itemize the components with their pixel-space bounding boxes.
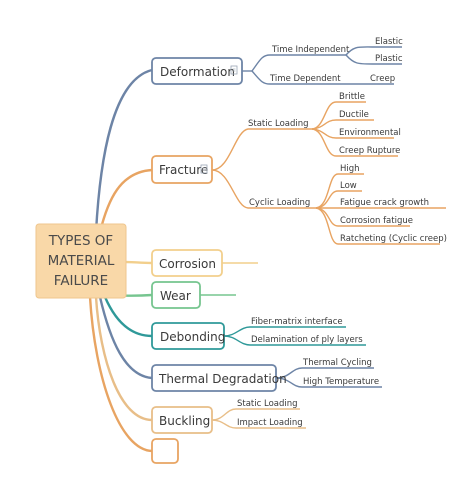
subtopic-label: Time Independent: [271, 45, 350, 55]
connector: [211, 128, 312, 171]
leaf-label: Environmental: [339, 128, 401, 138]
connector: [251, 70, 342, 85]
note-icon[interactable]: [230, 65, 238, 75]
branch-label: Buckling: [159, 414, 210, 428]
branch-label: Debonding: [160, 330, 225, 344]
leaf-label: Brittle: [339, 92, 365, 102]
connector: [211, 169, 316, 209]
root-node[interactable]: TYPES OF MATERIAL FAILURE: [35, 223, 127, 299]
subtopic-label: Static Loading: [237, 399, 298, 409]
branch-label: Fracture: [159, 163, 208, 177]
subtopic-label: Time Dependent: [269, 74, 341, 84]
subtopic-label: Thermal Cycling: [302, 358, 372, 368]
connector: [315, 207, 440, 245]
connector: [345, 46, 402, 56]
connector-corrosion: [122, 260, 154, 265]
connector: [345, 54, 402, 65]
leaf-label: Elastic: [375, 37, 403, 47]
connector: [311, 128, 398, 157]
connector-empty: [88, 295, 154, 453]
leaf-label: Ductile: [339, 110, 369, 120]
connector: [223, 335, 366, 346]
connector-thermal: [98, 295, 154, 380]
connector: [251, 54, 346, 72]
leaf-label: Plastic: [375, 54, 403, 64]
branch-debonding[interactable]: Debonding: [151, 322, 225, 350]
branch-buckling[interactable]: Buckling: [151, 406, 213, 434]
subtopic-label: Delamination of ply layers: [251, 335, 363, 345]
note-icon[interactable]: [200, 164, 208, 174]
branch-label: Deformation: [160, 65, 235, 79]
branch-corrosion[interactable]: Corrosion: [151, 249, 223, 277]
connector-debonding: [103, 295, 154, 338]
connector: [275, 377, 382, 388]
leaf-label: High: [340, 164, 360, 174]
leaf-label: Low: [340, 181, 357, 191]
leaf-label: Fatigue crack growth: [340, 198, 429, 208]
root-line: MATERIAL: [48, 253, 115, 269]
branch-empty[interactable]: [151, 438, 179, 464]
branch-label: Corrosion: [159, 257, 216, 271]
connector-buckling: [94, 295, 154, 422]
subtopic-label: Fiber-matrix interface: [251, 317, 343, 327]
subtopic-label: Static Loading: [248, 119, 309, 129]
leaf-label: Creep: [370, 74, 395, 84]
branch-wear[interactable]: Wear: [151, 281, 201, 309]
subtopic-label: High Temperature: [303, 377, 379, 387]
leaf-label: Corrosion fatigue: [340, 216, 413, 226]
connector: [315, 173, 364, 209]
leaf-label: Creep Rupture: [339, 146, 400, 156]
branch-thermal-degradation[interactable]: Thermal Degradation: [151, 364, 287, 392]
root-line: FAILURE: [54, 273, 108, 289]
connector-deformation: [94, 68, 154, 234]
connector: [315, 190, 362, 209]
connector: [211, 419, 306, 429]
branch-fracture[interactable]: Fracture: [151, 155, 213, 184]
root-line: TYPES OF: [48, 233, 113, 249]
connector-fracture: [98, 168, 154, 234]
branch-label: Wear: [160, 289, 191, 303]
branch-deformation[interactable]: Deformation: [151, 57, 243, 85]
branch-label: Thermal Degradation: [158, 372, 287, 386]
subtopic-label: Cyclic Loading: [249, 198, 310, 208]
leaf-label: Ratcheting (Cyclic creep): [340, 234, 447, 244]
subtopic-label: Impact Loading: [237, 418, 303, 428]
connector: [311, 119, 374, 130]
